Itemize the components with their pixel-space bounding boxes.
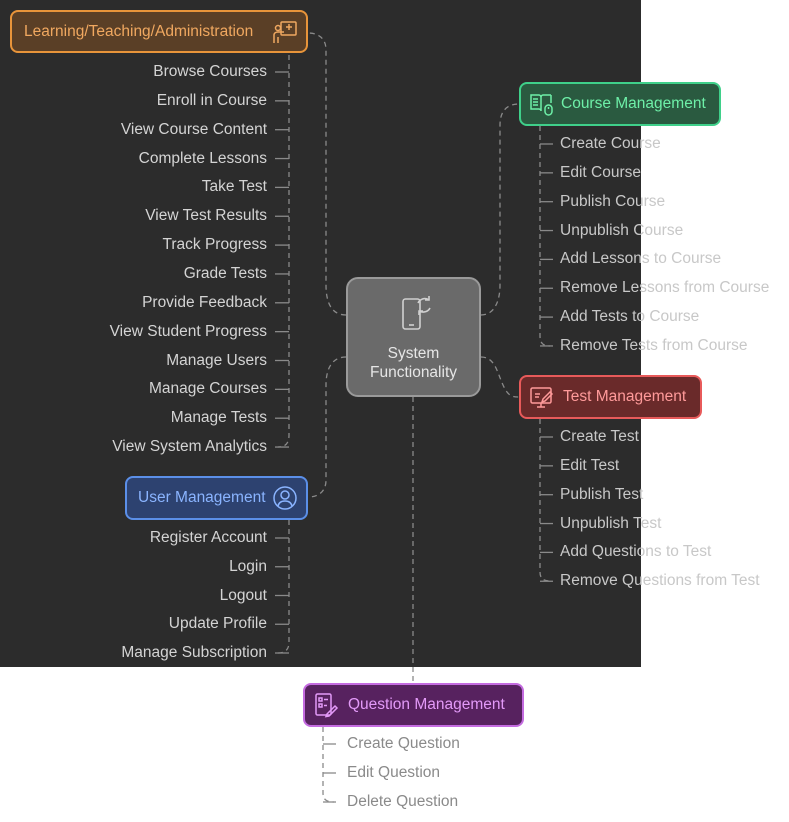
learning-list-item: Manage Courses bbox=[148, 380, 267, 398]
course-list-item: Unpublish Course bbox=[560, 221, 684, 239]
book-mouse-icon bbox=[529, 91, 555, 117]
learning-list-item: Grade Tests bbox=[183, 264, 267, 282]
course-list-item: Edit Course bbox=[560, 163, 641, 181]
test-node-label: Test Management bbox=[563, 388, 687, 405]
learning-list-item: View Test Results bbox=[145, 207, 267, 225]
learning-node[interactable]: Learning/Teaching/Administration bbox=[10, 10, 308, 53]
learning-list-item: Browse Courses bbox=[153, 63, 267, 80]
learning-list-item: Complete Lessons bbox=[138, 149, 267, 167]
learning-node-label: Learning/Teaching/Administration bbox=[24, 22, 254, 40]
user-list-item: Manage Subscription bbox=[121, 644, 267, 661]
test-list-item: Publish Test bbox=[560, 485, 644, 503]
learning-list-item: Enroll in Course bbox=[156, 91, 267, 109]
question-node[interactable]: Question Management bbox=[303, 683, 524, 727]
learning-list-item: View Student Progress bbox=[109, 322, 267, 340]
question-node-label: Question Management bbox=[348, 696, 505, 713]
user-node-label: User Management bbox=[138, 489, 266, 506]
center-title-line2: Functionality bbox=[369, 363, 457, 381]
question-list-item: Delete Question bbox=[347, 793, 459, 810]
learning-list-item: Manage Tests bbox=[170, 409, 267, 427]
user-node[interactable]: User Management bbox=[125, 476, 308, 520]
test-list-item: Add Questions to Test bbox=[560, 543, 712, 561]
test-list-item: Edit Test bbox=[560, 456, 620, 474]
user-circle-icon bbox=[272, 485, 298, 511]
test-list-item: Remove Questions from Test bbox=[560, 572, 760, 590]
system-functionality-node[interactable]: System Functionality bbox=[346, 277, 481, 397]
question-list-item: Edit Question bbox=[347, 764, 441, 781]
course-list-item: Add Tests to Course bbox=[560, 308, 700, 326]
learning-list-item: View System Analytics bbox=[112, 438, 267, 456]
user-list-item: Register Account bbox=[149, 529, 267, 546]
checklist-pen-icon bbox=[313, 692, 339, 718]
course-list-item: Add Lessons to Course bbox=[560, 250, 722, 268]
test-list-item: Unpublish Test bbox=[560, 514, 662, 532]
course-node-label: Course Management bbox=[561, 95, 706, 112]
center-title-line1: System bbox=[387, 344, 440, 362]
learning-list-item: Provide Feedback bbox=[142, 293, 267, 311]
test-node[interactable]: Test Management bbox=[519, 375, 702, 419]
course-list-item: Create Course bbox=[560, 135, 661, 152]
learning-list-item: Track Progress bbox=[162, 236, 267, 254]
course-list-item: Publish Course bbox=[560, 192, 666, 210]
course-list-item: Remove Tests from Course bbox=[560, 336, 748, 354]
teacher-board-icon bbox=[272, 19, 298, 45]
user-list-item: Update Profile bbox=[168, 615, 267, 633]
test-list-item: Create Test bbox=[560, 428, 639, 445]
user-list-item: Logout bbox=[219, 586, 267, 604]
question-list-item: Create Question bbox=[347, 735, 460, 752]
monitor-edit-icon bbox=[529, 384, 555, 410]
course-list-item: Remove Lessons from Course bbox=[560, 279, 770, 297]
learning-list-item: Take Test bbox=[201, 178, 267, 196]
course-node[interactable]: Course Management bbox=[519, 82, 721, 126]
learning-list-item: Manage Users bbox=[166, 351, 267, 369]
phone-sync-icon bbox=[394, 293, 434, 338]
user-list-item: Login bbox=[229, 557, 267, 575]
learning-list-item: View Course Content bbox=[120, 120, 267, 138]
